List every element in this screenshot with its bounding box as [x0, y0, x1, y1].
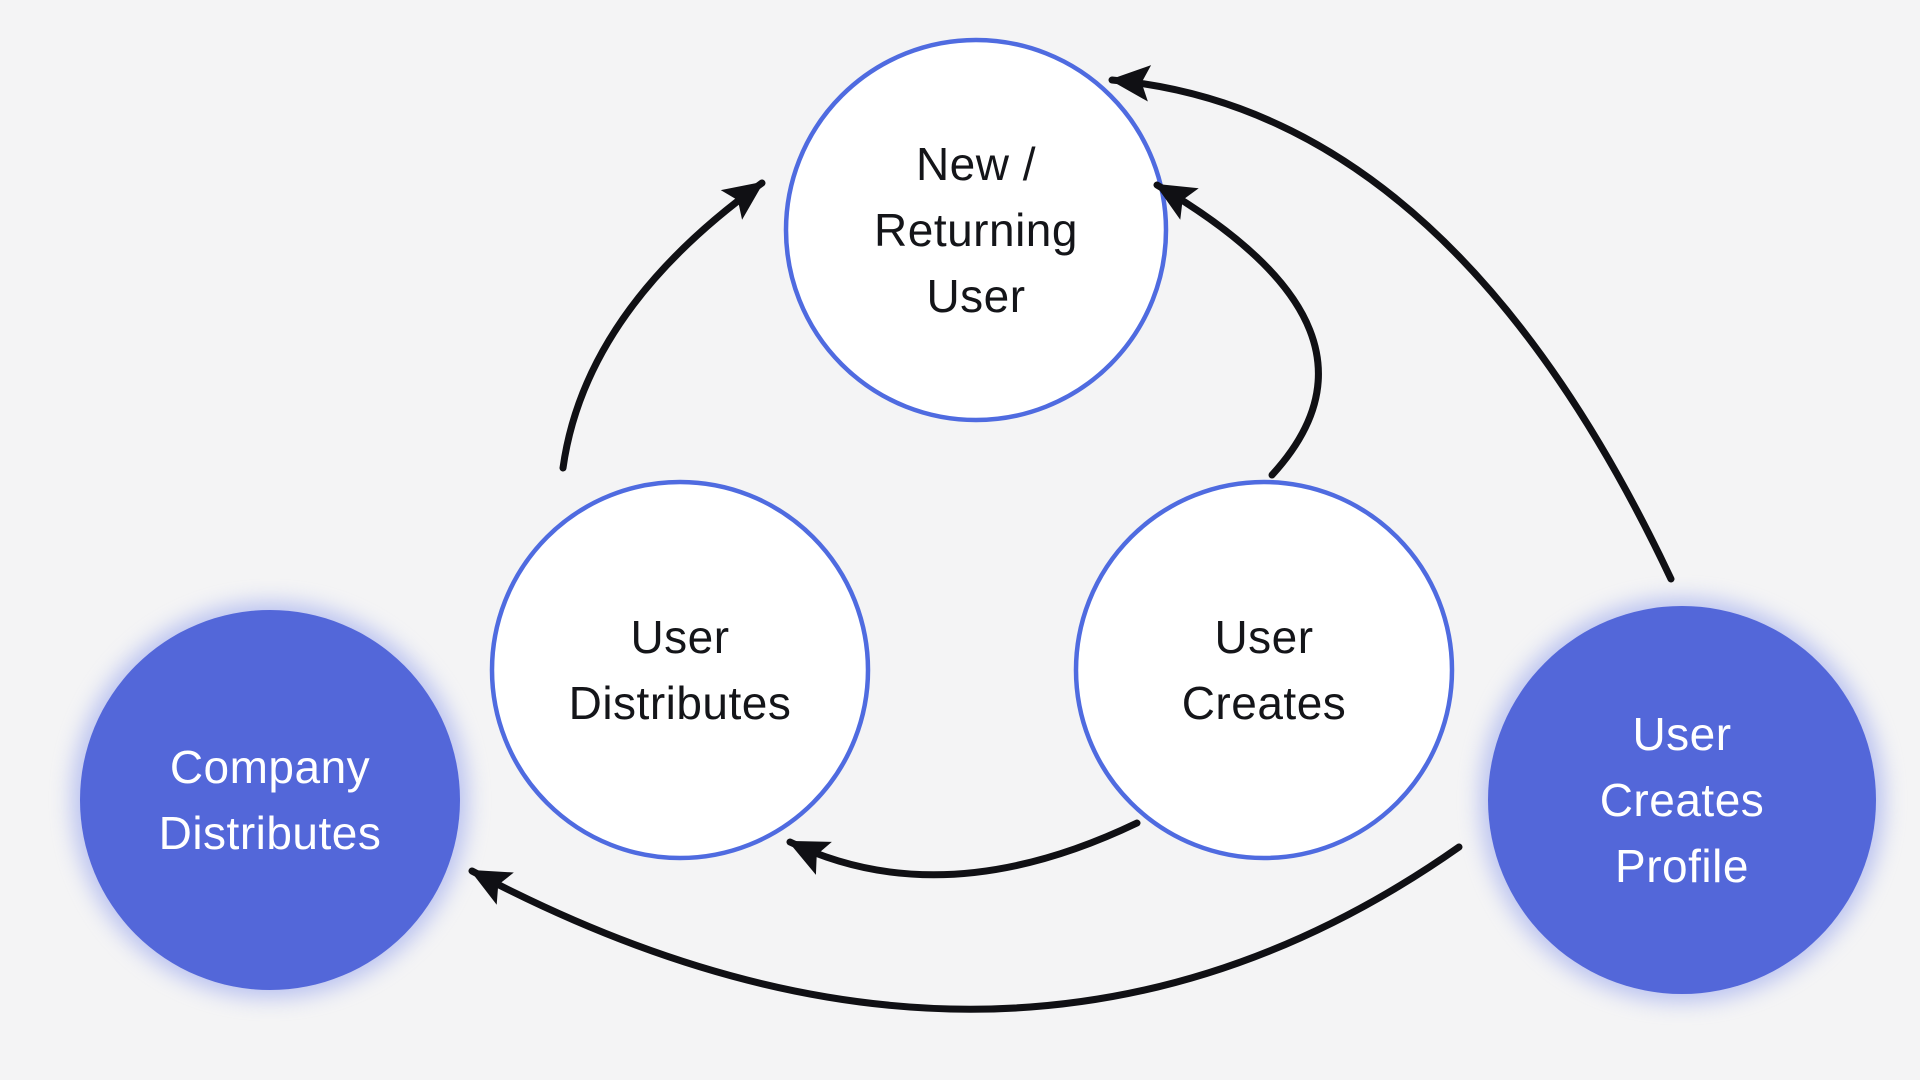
node-user-creates-profile-line-1: Creates: [1600, 774, 1765, 826]
node-user-distributes-line-0: User: [630, 611, 729, 663]
node-user-creates-profile-circle: [1488, 606, 1876, 994]
node-user-creates-circle: [1073, 479, 1455, 861]
node-user-distributes-line-1: Distributes: [569, 677, 792, 729]
arrow-user-creates-to-user-distributes: [786, 819, 1141, 879]
node-user-distributes-circle: [489, 479, 871, 861]
node-user-creates-profile-line-2: Profile: [1615, 840, 1749, 892]
node-new-returning-user-line-0: New /: [916, 138, 1036, 190]
node-new-returning-user-circle: [783, 37, 1169, 423]
node-new-returning-user-line-2: User: [926, 270, 1025, 322]
node-company-distributes-line-1: Distributes: [159, 807, 382, 859]
node-user-creates-line-1: Creates: [1182, 677, 1347, 729]
arrow-user-creates-profile-to-new-returning-user: [1108, 65, 1675, 583]
node-user-creates-line-0: User: [1214, 611, 1313, 663]
node-new-returning-user-line-1: Returning: [874, 204, 1078, 256]
node-company-distributes-line-0: Company: [170, 741, 370, 793]
node-user-creates-profile-line-0: User: [1632, 708, 1731, 760]
arrow-user-distributes-to-new-returning-user: [559, 179, 766, 472]
arrow-user-creates-profile-to-company-distributes: [468, 843, 1463, 1013]
arrow-user-creates-to-new-returning-user: [1153, 181, 1322, 479]
node-company-distributes-circle: [80, 610, 460, 990]
